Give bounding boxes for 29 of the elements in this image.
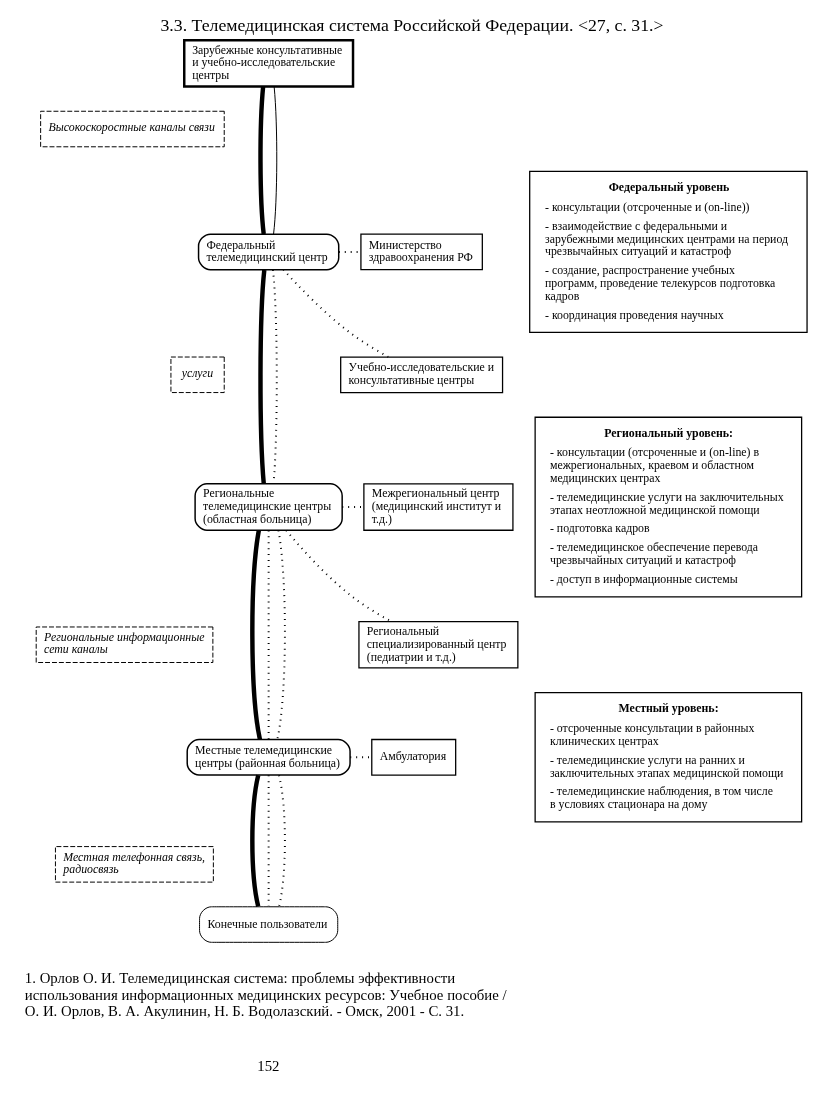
node-box: Региональный уровень: - консультации (отсроченные и (on-line) в межрегиональных, краевом и областном медицинских центрах - телемедицинские услуги на заключительных этапах неотложной медицинской помощи - подготовка кадров - телемедицинское обеспечение перевода чрезвычайных ситуаций и катастроф - доступ в информационные системы — [534, 416, 802, 598]
connector — [277, 774, 286, 908]
node-box: Учебно-исследовательские и консультативные центры — [339, 356, 503, 394]
connector — [249, 774, 260, 907]
node-box: Региональные информационные сети каналы — [35, 626, 213, 663]
connector — [275, 529, 286, 741]
node-box: Местные телемедицинские центры (районная больница) — [185, 738, 351, 776]
connector — [257, 269, 266, 484]
node-box: Высокоскоростные каналы связи — [39, 110, 225, 148]
node-box: Местный уровень: - отсроченные консультации в районных клинических центрах - телемедицинские услуги на ранних и заключительных этапах медицинской помощи - телемедицинские наблюдения, в том числе в условиях стационара на дому — [534, 691, 802, 823]
node-box: Зарубежные консультативные и учебно-исследовательские центры — [182, 38, 354, 88]
connector — [257, 86, 266, 235]
node-box: Местная телефонная связь, радиосвязь — [54, 846, 214, 883]
node-box: Федеральный уровень - консультации (отсроченные и (on-line)) - взаимодействие с федеральными и зарубежными медицинских центрами на период чрезвычайных ситуаций и катастроф - создание, распространение учебных программ, проведение телекурсов подготовка кадров - координация проведения научных — [528, 170, 808, 333]
node-box: Федеральный телемедицинский центр — [197, 233, 339, 271]
node-box: Межрегиональный центр (медицинский институт и т.д.) — [362, 483, 514, 531]
node-box: Амбулатория — [370, 738, 456, 776]
connector — [249, 530, 262, 740]
node-box: Конечные пользователи — [198, 906, 338, 943]
node-box: Министерство здравоохранения РФ — [359, 233, 483, 271]
label: 152 — [256, 1058, 279, 1075]
node-box: Региональный специализированный центр (педиатрии и т.д.) — [357, 620, 518, 669]
diagram-title: 3.3. Телемедицинская система Российской Федерации. <27, с. 31.> — [160, 14, 663, 35]
connector — [281, 268, 389, 358]
connector — [284, 529, 392, 623]
label: 1. Орлов О. И. Телемедицинская система: проблемы эффективности использования информационных медицинских ресурсов: Учебное пособие / О. И. Орлов, В. А. Акулинин, Н. Б. Водолазский. - Омск, 2001 - С. 31. — [24, 969, 507, 1020]
node-box: Региональные телемедицинские центры (областная больница) — [193, 483, 343, 531]
node-box: услуги — [169, 356, 225, 394]
connector — [272, 86, 277, 235]
